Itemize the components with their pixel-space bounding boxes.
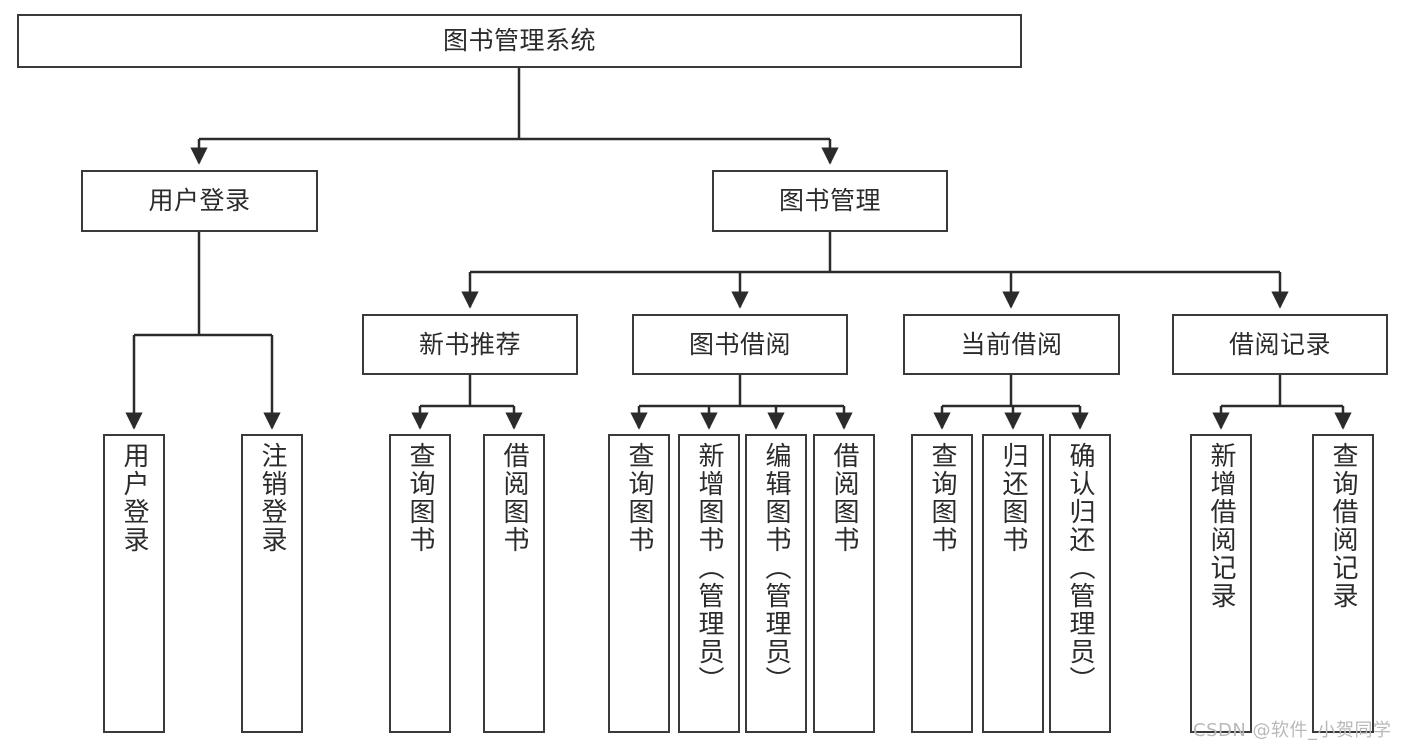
node-borrow-record-label: 借阅记录 bbox=[1228, 329, 1331, 359]
node-leaf-query-book-borrow[interactable]: 查询图书 bbox=[608, 434, 670, 733]
node-leaf-edit-book-admin-label: 编辑图书（管理员） bbox=[761, 442, 791, 694]
node-leaf-user-login[interactable]: 用户登录 bbox=[103, 434, 165, 733]
node-book-borrow-label: 图书借阅 bbox=[688, 329, 791, 359]
node-leaf-borrow-book[interactable]: 借阅图书 bbox=[813, 434, 875, 733]
node-leaf-confirm-return-admin-label: 确认归还（管理员） bbox=[1065, 442, 1095, 694]
node-leaf-borrow-book-recommend[interactable]: 借阅图书 bbox=[483, 434, 545, 733]
node-leaf-return-book[interactable]: 归还图书 bbox=[982, 434, 1044, 733]
node-current-borrow[interactable]: 当前借阅 bbox=[903, 314, 1120, 375]
node-leaf-add-book-admin[interactable]: 新增图书（管理员） bbox=[678, 434, 740, 733]
node-current-borrow-label: 当前借阅 bbox=[960, 329, 1063, 359]
node-book-borrow[interactable]: 图书借阅 bbox=[632, 314, 848, 375]
csdn-watermark: CSDN @软件_小贺同学 bbox=[1193, 720, 1392, 741]
node-leaf-query-book-recommend-label: 查询图书 bbox=[405, 442, 435, 554]
node-leaf-borrow-book-label: 借阅图书 bbox=[829, 442, 859, 554]
node-leaf-logout[interactable]: 注销登录 bbox=[241, 434, 303, 733]
node-leaf-add-borrow-record[interactable]: 新增借阅记录 bbox=[1190, 434, 1252, 733]
node-leaf-add-book-admin-label: 新增图书（管理员） bbox=[694, 442, 724, 694]
node-leaf-query-borrow-record-label: 查询借阅记录 bbox=[1328, 442, 1358, 610]
node-leaf-borrow-book-recommend-label: 借阅图书 bbox=[499, 442, 529, 554]
node-new-book-recommend-label: 新书推荐 bbox=[418, 329, 521, 359]
node-leaf-logout-label: 注销登录 bbox=[257, 442, 287, 554]
node-book-manage-label: 图书管理 bbox=[778, 186, 881, 216]
node-leaf-query-book-recommend[interactable]: 查询图书 bbox=[389, 434, 451, 733]
node-leaf-confirm-return-admin[interactable]: 确认归还（管理员） bbox=[1049, 434, 1111, 733]
node-leaf-query-book-current[interactable]: 查询图书 bbox=[911, 434, 973, 733]
node-leaf-edit-book-admin[interactable]: 编辑图书（管理员） bbox=[745, 434, 807, 733]
node-user-login-label: 用户登录 bbox=[148, 186, 251, 216]
node-book-manage[interactable]: 图书管理 bbox=[712, 170, 948, 232]
node-root-label: 图书管理系统 bbox=[442, 26, 596, 56]
node-borrow-record[interactable]: 借阅记录 bbox=[1172, 314, 1388, 375]
node-user-login[interactable]: 用户登录 bbox=[81, 170, 318, 232]
node-leaf-return-book-label: 归还图书 bbox=[998, 442, 1028, 554]
node-root[interactable]: 图书管理系统 bbox=[17, 14, 1022, 68]
node-leaf-user-login-label: 用户登录 bbox=[119, 442, 149, 554]
node-leaf-query-book-borrow-label: 查询图书 bbox=[624, 442, 654, 554]
node-leaf-add-borrow-record-label: 新增借阅记录 bbox=[1206, 442, 1236, 610]
node-new-book-recommend[interactable]: 新书推荐 bbox=[362, 314, 578, 375]
node-leaf-query-borrow-record[interactable]: 查询借阅记录 bbox=[1312, 434, 1374, 733]
node-leaf-query-book-current-label: 查询图书 bbox=[927, 442, 957, 554]
